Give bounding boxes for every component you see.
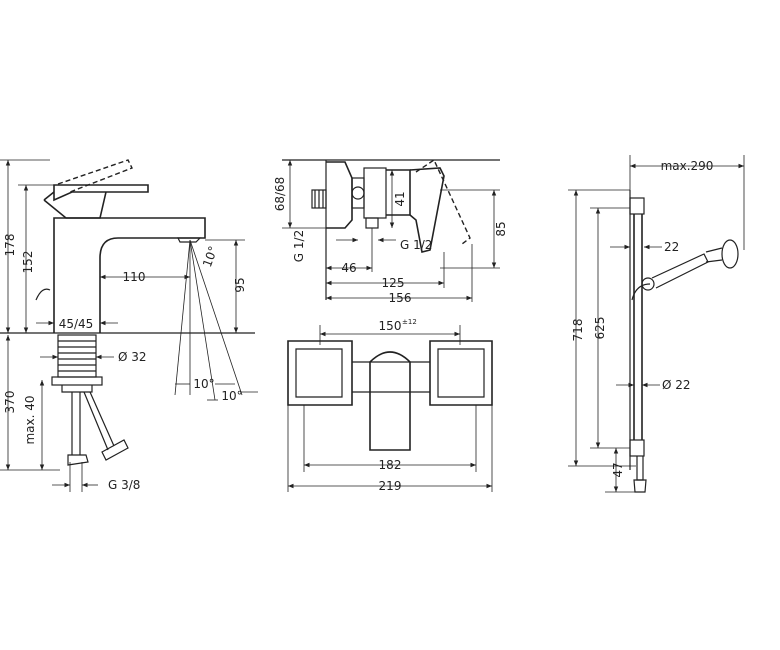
dim-bracket-distance: 625 xyxy=(593,317,607,340)
dim-width-182: 182 xyxy=(379,458,402,472)
dim-height-total: 178 xyxy=(3,234,17,257)
basin-mixer-view: 178 152 110 95 10° 10° 10° 45/45 Ø 32 37… xyxy=(0,159,258,492)
dim-bracket-22: 22 xyxy=(664,240,679,254)
dim-max-reach: max.290 xyxy=(661,159,714,173)
dim-centers: 150 xyxy=(379,319,402,333)
mixer-side-body xyxy=(326,161,353,229)
shank-thread xyxy=(51,334,103,393)
dim-height-lever: 152 xyxy=(21,251,35,274)
dim-spout-reach: 110 xyxy=(123,270,146,284)
mixer-front-body xyxy=(287,340,493,406)
lever-raised-outline-2 xyxy=(415,158,471,245)
slider xyxy=(641,277,655,291)
dim-thread-right: G 1/2 xyxy=(400,238,432,252)
shower-rail xyxy=(633,214,643,440)
top-bracket xyxy=(629,197,645,215)
hand-shower xyxy=(651,253,709,289)
dim-spray-angle-1: 10° xyxy=(193,377,214,391)
hose-outlet xyxy=(636,456,644,481)
dim-spout-angle: 10° xyxy=(200,244,220,269)
dim-width-219: 219 xyxy=(379,479,402,493)
shower-front-lever xyxy=(369,351,411,451)
shower-lever xyxy=(409,167,445,253)
dim-shank-diameter: Ø 32 xyxy=(118,350,147,364)
dim-below-counter: 370 xyxy=(3,391,17,414)
dim-tolerance: ±12 xyxy=(402,318,417,326)
dim-lever-angle: 45/45 xyxy=(59,317,94,331)
bottom-bracket xyxy=(629,439,645,457)
dim-bottom-offset: 47 xyxy=(611,462,625,477)
dim-max-thickness: max. 40 xyxy=(23,395,37,444)
dim-connection: G 3/8 xyxy=(108,478,140,492)
dim-total-length: 718 xyxy=(571,319,585,342)
dim-spout-height: 95 xyxy=(233,277,247,292)
mixer-body xyxy=(53,217,206,333)
lever-raised-outline xyxy=(57,159,133,193)
dim-thread-left: G 1/2 xyxy=(292,230,306,262)
dim-eccentric: 68/68 xyxy=(273,177,287,212)
dim-rail-diameter: Ø 22 xyxy=(662,378,691,392)
shower-rail-view: max.290 22 Ø 22 718 625 47 xyxy=(568,155,745,493)
dim-depth-156: 156 xyxy=(389,291,412,305)
shower-head xyxy=(721,239,739,269)
supply-hoses xyxy=(67,391,129,466)
dim-body-depth: 41 xyxy=(393,191,407,206)
mixer-lever xyxy=(53,184,149,202)
dim-offset-46: 46 xyxy=(341,261,356,275)
dim-spray-angle-2: 10° xyxy=(221,389,242,403)
dim-depth-125: 125 xyxy=(382,276,405,290)
dim-projection-85: 85 xyxy=(494,221,508,236)
shower-mixer-view: 68/68 G 1/2 41 G 1/2 85 46 125 156 150 ±… xyxy=(273,158,508,493)
